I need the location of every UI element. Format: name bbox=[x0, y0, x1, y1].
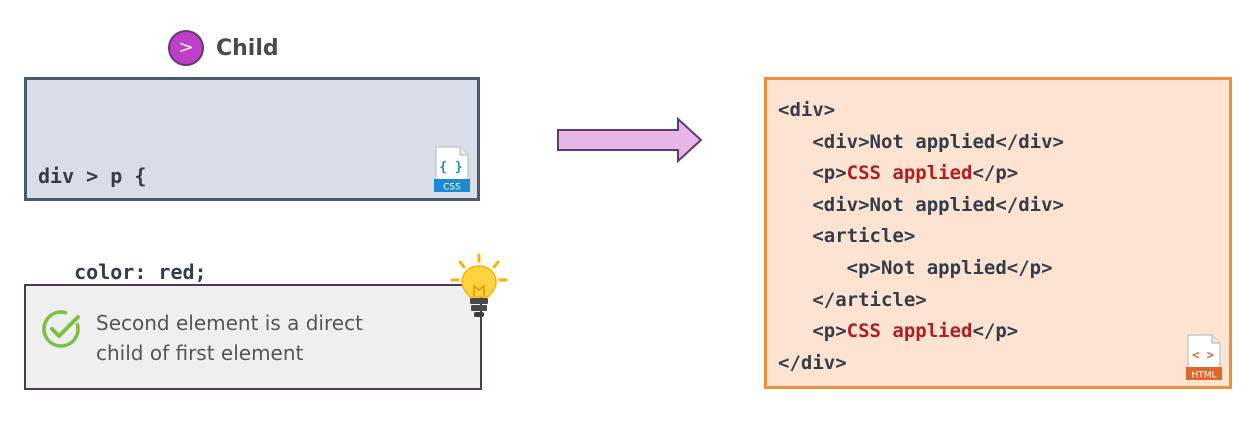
css-code-line: div > p { bbox=[38, 164, 147, 188]
selector-title: > Child bbox=[168, 29, 279, 67]
tip-box: Second element is a direct child of firs… bbox=[24, 284, 482, 390]
tip-line: Second element is a direct bbox=[96, 311, 363, 335]
css-file-glyph: { } bbox=[439, 160, 462, 175]
html-code-line: </article> bbox=[778, 285, 1064, 317]
css-applied-highlight: CSS applied bbox=[846, 320, 973, 343]
html-code-line: <div> bbox=[778, 95, 1064, 127]
html-code-text: </div> bbox=[778, 351, 847, 374]
css-file-label: CSS bbox=[443, 183, 461, 193]
tip-text: Second element is a direct child of firs… bbox=[96, 308, 466, 368]
css-applied-highlight: CSS applied bbox=[846, 162, 973, 185]
css-file-icon: { } CSS bbox=[434, 146, 470, 193]
tip-line: child of first element bbox=[96, 341, 304, 365]
css-code-box: div > p { color: red; } { } CSS bbox=[24, 77, 480, 379]
check-circle-icon bbox=[42, 310, 80, 348]
html-code-text: <div> bbox=[778, 99, 836, 121]
html-code-text: <div>Not applied</div> bbox=[778, 193, 1064, 216]
html-code-line: <p>Not applied</p> bbox=[778, 253, 1064, 285]
lightbulb-icon bbox=[450, 253, 508, 317]
html-code-line: <article> bbox=[778, 221, 1064, 253]
html-code-text: <p>Not applied</p> bbox=[778, 256, 1053, 279]
html-code: <div> <div>Not applied</div> <p>CSS appl… bbox=[778, 95, 1064, 379]
html-code-line: <p>CSS applied</p> bbox=[778, 158, 1064, 190]
html-code-line: <p>CSS applied</p> bbox=[778, 316, 1064, 348]
css-code-line: color: red; bbox=[38, 259, 207, 284]
right-arrow-icon bbox=[557, 117, 703, 163]
html-code-text: <div>Not applied</div> bbox=[778, 130, 1064, 153]
html-code-text: <p> bbox=[778, 320, 847, 343]
html-code-line: </div> bbox=[778, 348, 1064, 380]
html-file-icon: < > HTML bbox=[1186, 334, 1222, 381]
html-code-text: </article> bbox=[778, 288, 927, 311]
html-code-box: <div> <div>Not applied</div> <p>CSS appl… bbox=[764, 77, 1232, 389]
html-code-text: </p> bbox=[972, 162, 1019, 185]
title-label: Child bbox=[216, 35, 279, 61]
html-code-text: <p> bbox=[778, 162, 847, 185]
html-code-line: <div>Not applied</div> bbox=[778, 190, 1064, 222]
child-combinator-symbol: > bbox=[178, 37, 194, 58]
html-file-glyph: < > bbox=[1192, 348, 1214, 362]
html-code-text: </p> bbox=[972, 320, 1019, 343]
child-combinator-badge: > bbox=[168, 30, 204, 66]
css-code: div > p { color: red; } bbox=[38, 96, 207, 447]
html-code-line: <div>Not applied</div> bbox=[778, 127, 1064, 159]
html-code-text: <article> bbox=[778, 225, 916, 248]
html-file-label: HTML bbox=[1191, 371, 1216, 381]
